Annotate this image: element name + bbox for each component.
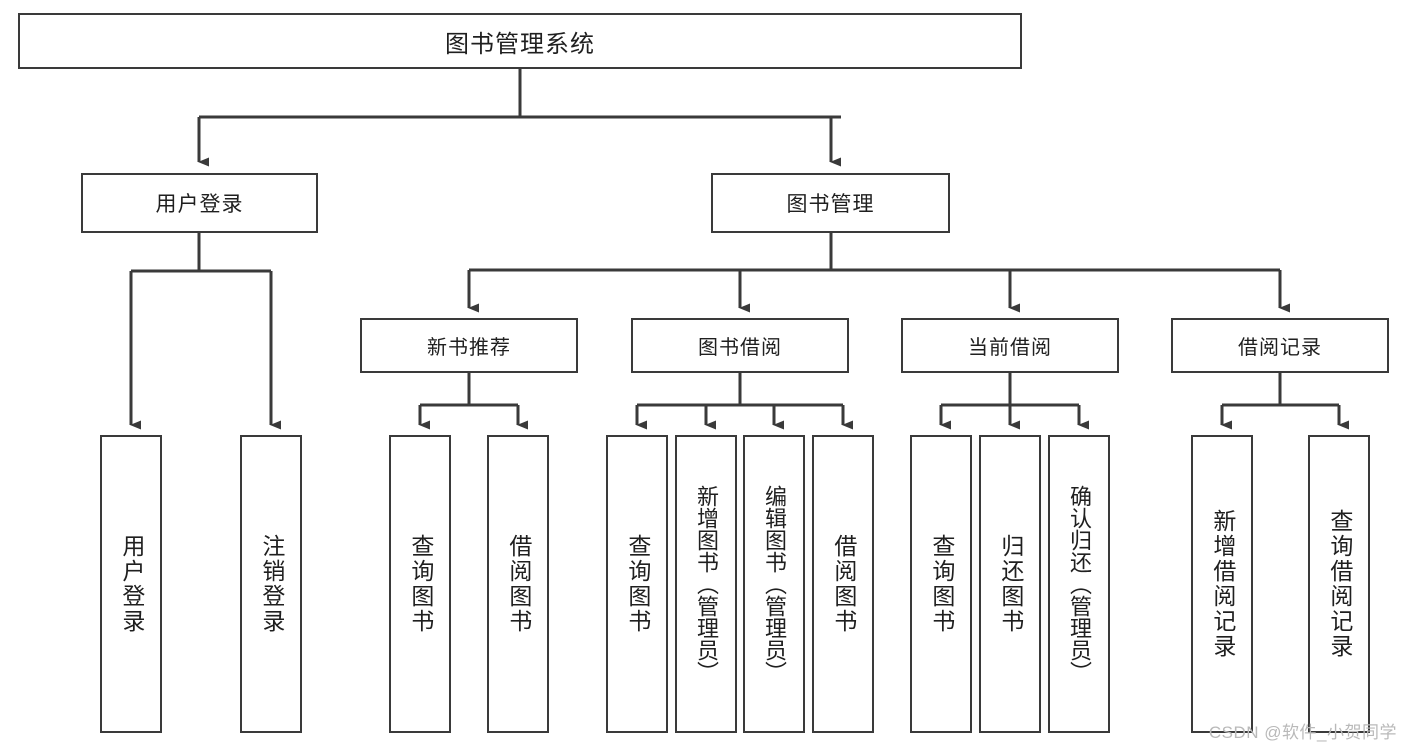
node-label: 借阅记录 xyxy=(1238,337,1322,359)
leaf-label: 编辑图书（管理员） xyxy=(762,485,787,683)
leaf-current-return-book[interactable]: 归还图书 xyxy=(979,435,1041,733)
leaf-label: 查询图书 xyxy=(624,534,651,634)
leaf-user-login-signout[interactable]: 注销登录 xyxy=(240,435,302,733)
leaf-label: 归还图书 xyxy=(997,534,1024,634)
node-root-book-management-system[interactable]: 图书管理系统 xyxy=(18,13,1022,69)
leaf-new-book-query[interactable]: 查询图书 xyxy=(389,435,451,733)
leaf-current-confirm-return-admin[interactable]: 确认归还（管理员） xyxy=(1048,435,1110,733)
node-label: 新书推荐 xyxy=(427,337,511,359)
leaf-borrow-add-book-admin[interactable]: 新增图书（管理员） xyxy=(675,435,737,733)
leaf-label: 查询借阅记录 xyxy=(1326,509,1353,659)
node-user-login[interactable]: 用户登录 xyxy=(81,173,318,233)
node-book-borrow[interactable]: 图书借阅 xyxy=(631,318,849,373)
leaf-current-query-book[interactable]: 查询图书 xyxy=(910,435,972,733)
leaf-label: 注销登录 xyxy=(258,534,285,634)
watermark-text: CSDN @软件_小贺同学 xyxy=(1208,723,1397,742)
node-label: 用户登录 xyxy=(155,193,244,216)
leaf-new-book-borrow[interactable]: 借阅图书 xyxy=(487,435,549,733)
leaf-label: 借阅图书 xyxy=(830,534,857,634)
node-label: 图书借阅 xyxy=(698,337,782,359)
leaf-borrow-edit-book-admin[interactable]: 编辑图书（管理员） xyxy=(743,435,805,733)
leaf-label: 确认归还（管理员） xyxy=(1067,485,1092,683)
leaf-user-login-signin[interactable]: 用户登录 xyxy=(100,435,162,733)
node-label: 图书管理系统 xyxy=(445,30,595,58)
leaf-label: 查询图书 xyxy=(928,534,955,634)
leaf-label: 新增图书（管理员） xyxy=(694,485,719,683)
node-book-management[interactable]: 图书管理 xyxy=(711,173,950,233)
node-label: 图书管理 xyxy=(786,193,875,216)
leaf-borrow-query-book[interactable]: 查询图书 xyxy=(606,435,668,733)
node-new-book-recommend[interactable]: 新书推荐 xyxy=(360,318,578,373)
leaf-borrow-borrow-book[interactable]: 借阅图书 xyxy=(812,435,874,733)
node-label: 当前借阅 xyxy=(968,337,1052,359)
leaf-label: 用户登录 xyxy=(118,534,145,634)
leaf-label: 新增借阅记录 xyxy=(1209,509,1236,659)
leaf-record-query-record[interactable]: 查询借阅记录 xyxy=(1308,435,1370,733)
node-current-borrow[interactable]: 当前借阅 xyxy=(901,318,1119,373)
node-borrow-record[interactable]: 借阅记录 xyxy=(1171,318,1389,373)
leaf-record-add-record[interactable]: 新增借阅记录 xyxy=(1191,435,1253,733)
leaf-label: 查询图书 xyxy=(407,534,434,634)
leaf-label: 借阅图书 xyxy=(505,534,532,634)
